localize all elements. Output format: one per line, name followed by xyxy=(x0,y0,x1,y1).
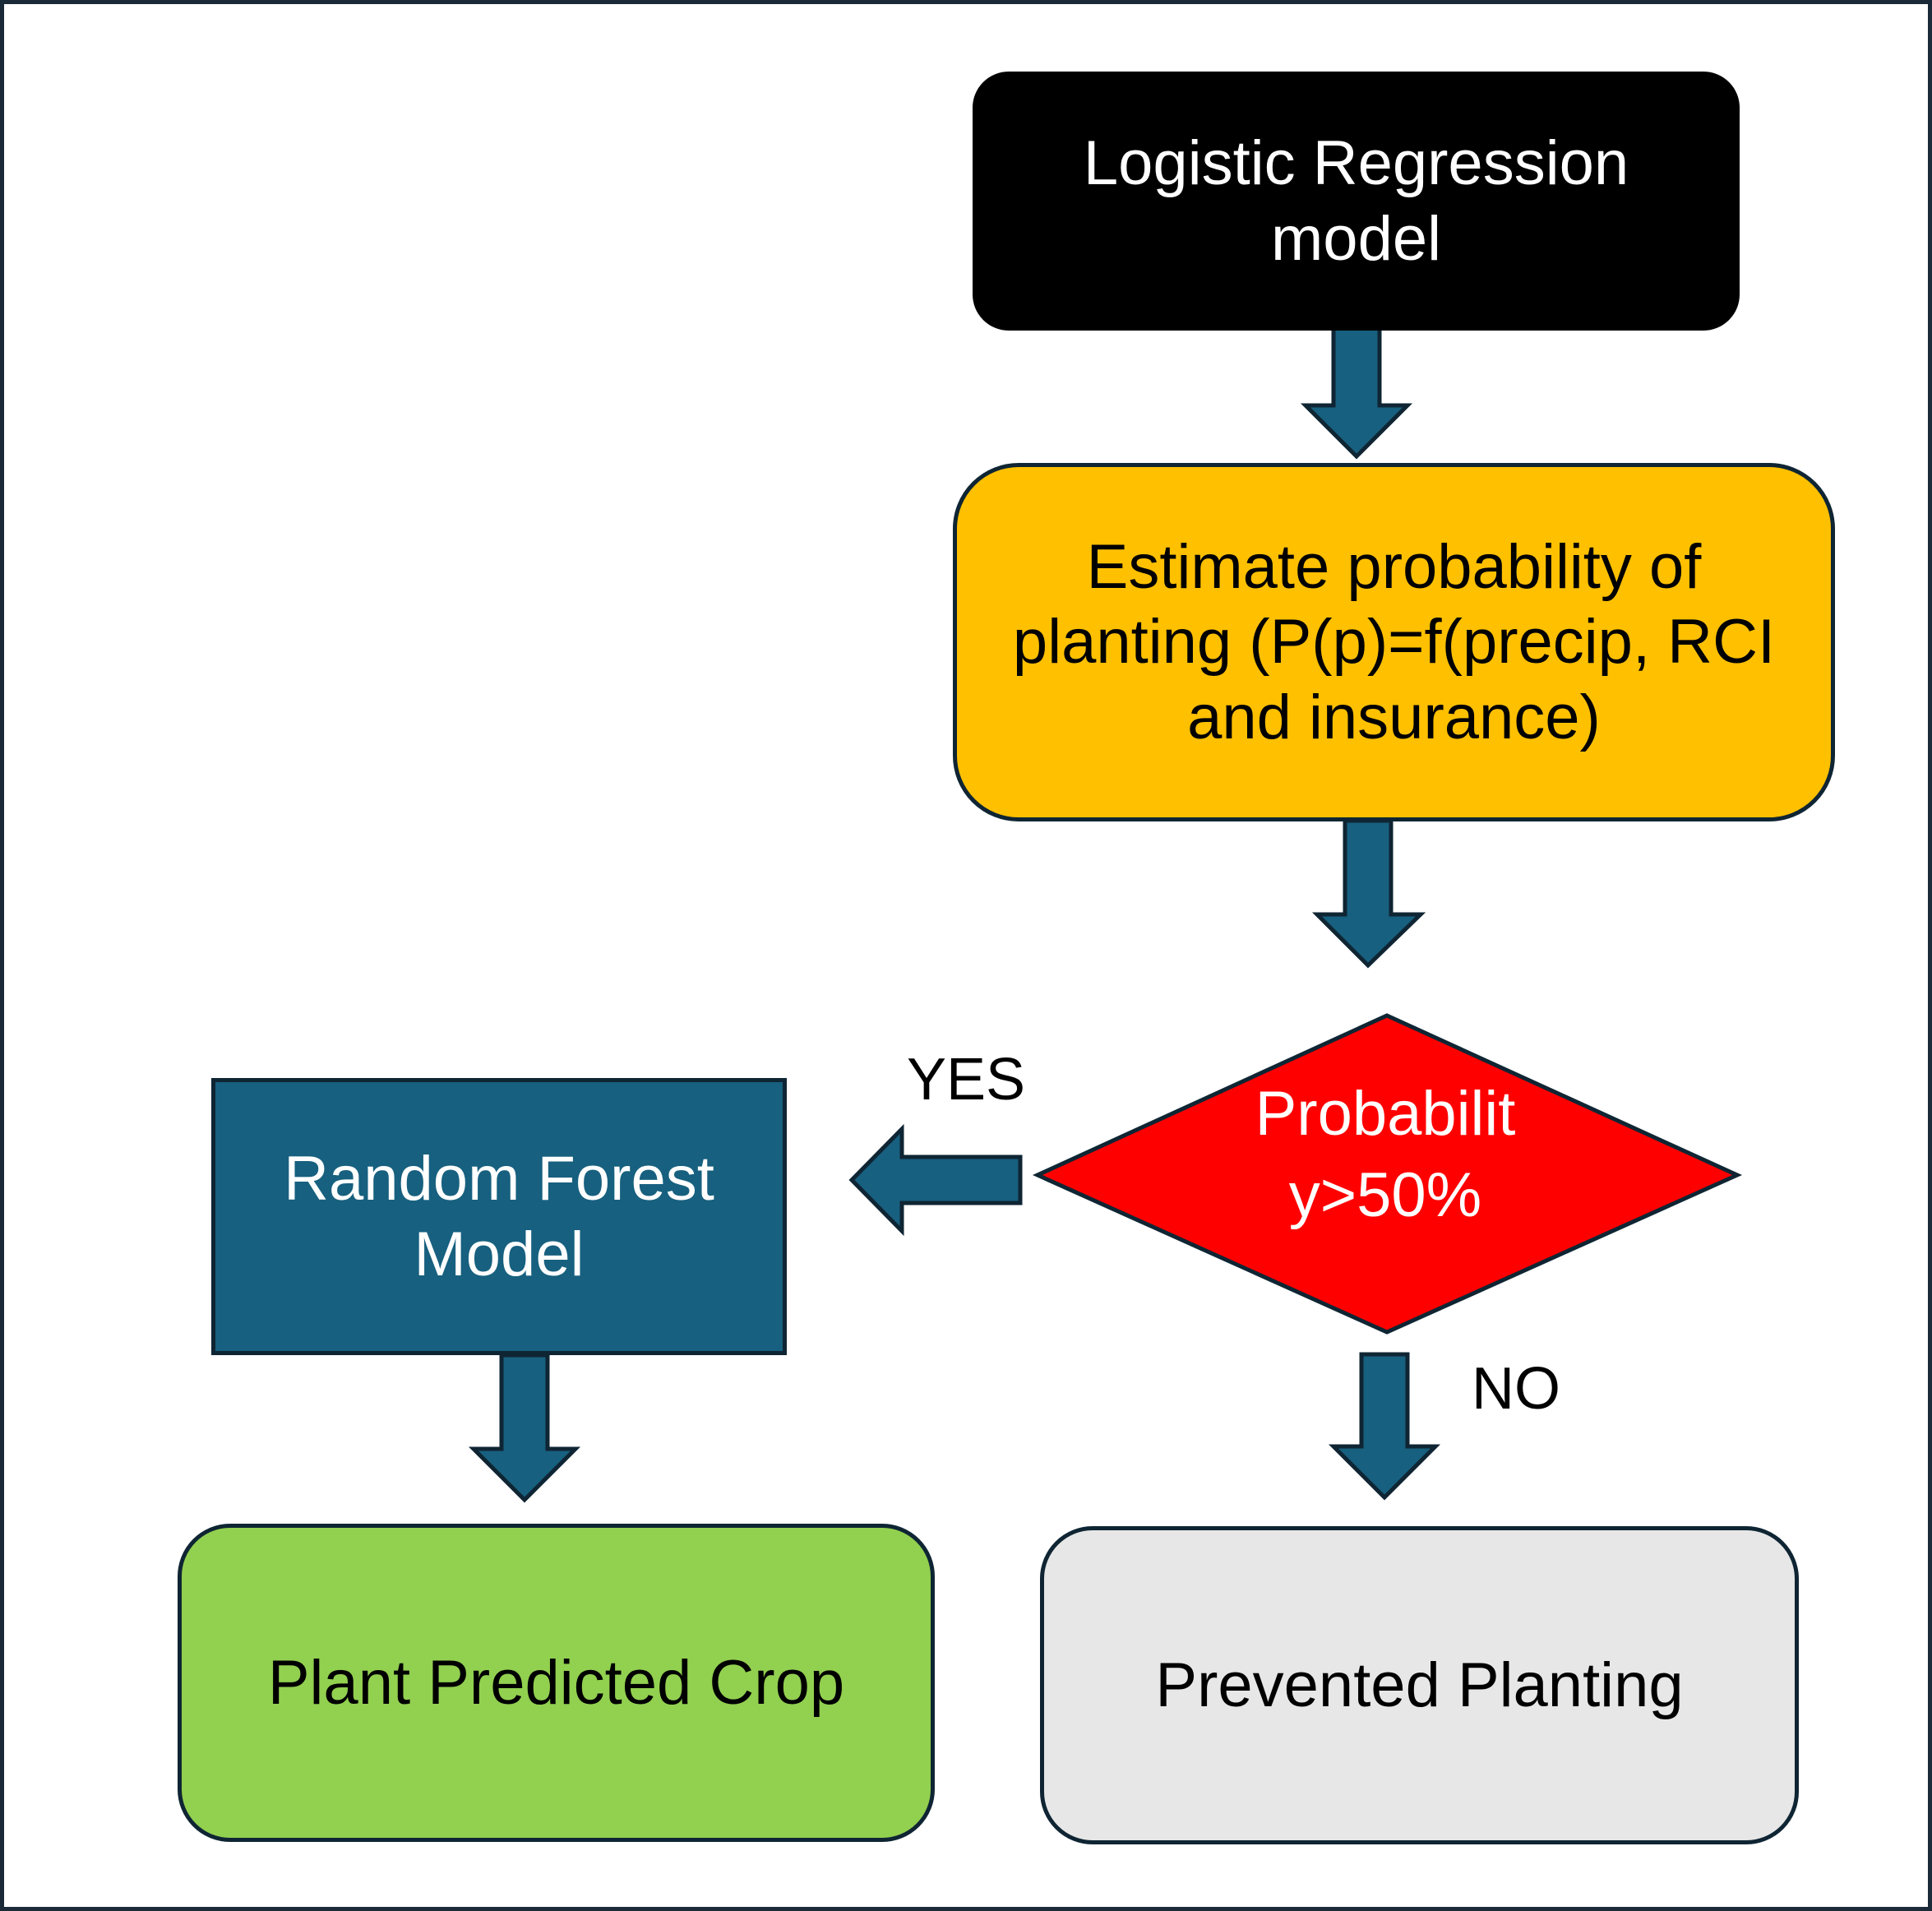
logistic-regression-node: Logistic Regression model xyxy=(973,72,1740,331)
prevented-planting-node: Prevented Planting xyxy=(1040,1526,1799,1844)
arrow-estimate-to-decision xyxy=(1311,818,1426,969)
estimate-probability-node: Estimate probability of planting (P(p)=f… xyxy=(953,463,1835,821)
arrow-no-to-prevented xyxy=(1328,1352,1441,1501)
estimate-probability-label: Estimate probability of planting (P(p)=f… xyxy=(1012,532,1776,752)
yes-edge-label: YES xyxy=(907,1047,1026,1113)
prevented-planting-label: Prevented Planting xyxy=(1155,1650,1684,1720)
no-edge-label: NO xyxy=(1472,1356,1560,1422)
arrow-random-forest-to-plant xyxy=(468,1353,581,1503)
arrow-yes-to-random-forest xyxy=(848,1123,1023,1237)
logistic-regression-label: Logistic Regression model xyxy=(1083,128,1629,274)
plant-predicted-crop-label: Plant Predicted Crop xyxy=(267,1647,845,1718)
random-forest-node: Random Forest Model xyxy=(211,1078,787,1355)
arrow-logit-to-estimate xyxy=(1300,325,1413,460)
decision-diamond xyxy=(1032,1013,1743,1335)
plant-predicted-crop-node: Plant Predicted Crop xyxy=(178,1524,935,1842)
random-forest-label: Random Forest Model xyxy=(284,1144,714,1289)
decision-label: Probabilit y>50% xyxy=(1255,1079,1516,1230)
